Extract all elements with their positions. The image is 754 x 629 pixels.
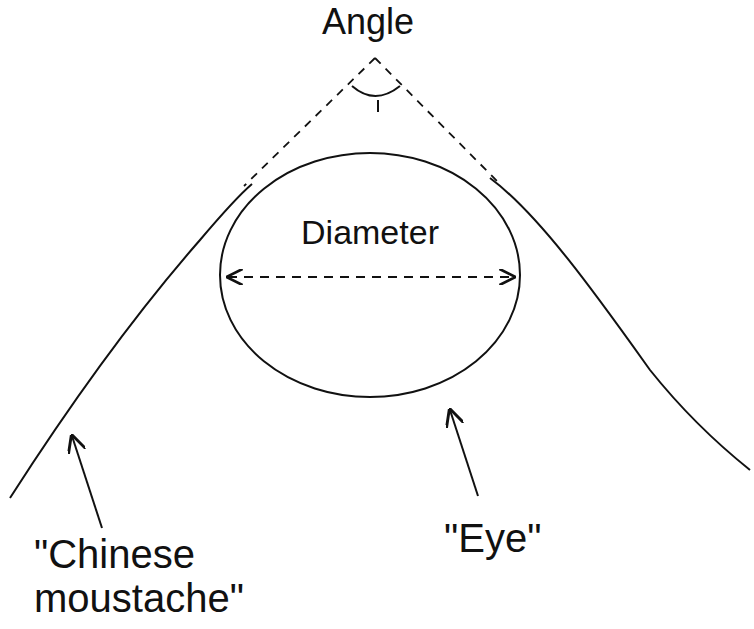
eye-circle: Diameter: [218, 151, 522, 399]
circle-outline: [218, 151, 522, 399]
annotation-label: "Eye": [444, 516, 604, 560]
node-text: Diameter: [218, 213, 522, 252]
diameter-arrow: [228, 276, 514, 278]
circle-outline: [220, 153, 520, 397]
leader-arrow: [450, 410, 478, 496]
tangent-line: [375, 58, 498, 182]
annotation-label: "Chinese moustache": [34, 532, 374, 620]
angle-arc: [352, 86, 400, 96]
moustache-line: [10, 184, 252, 498]
angle-tick: [377, 100, 379, 112]
moustache-line: [490, 178, 750, 470]
leader-arrow: [72, 436, 102, 528]
annotation-label: Angle: [322, 2, 522, 42]
tangent-line: [244, 58, 375, 186]
